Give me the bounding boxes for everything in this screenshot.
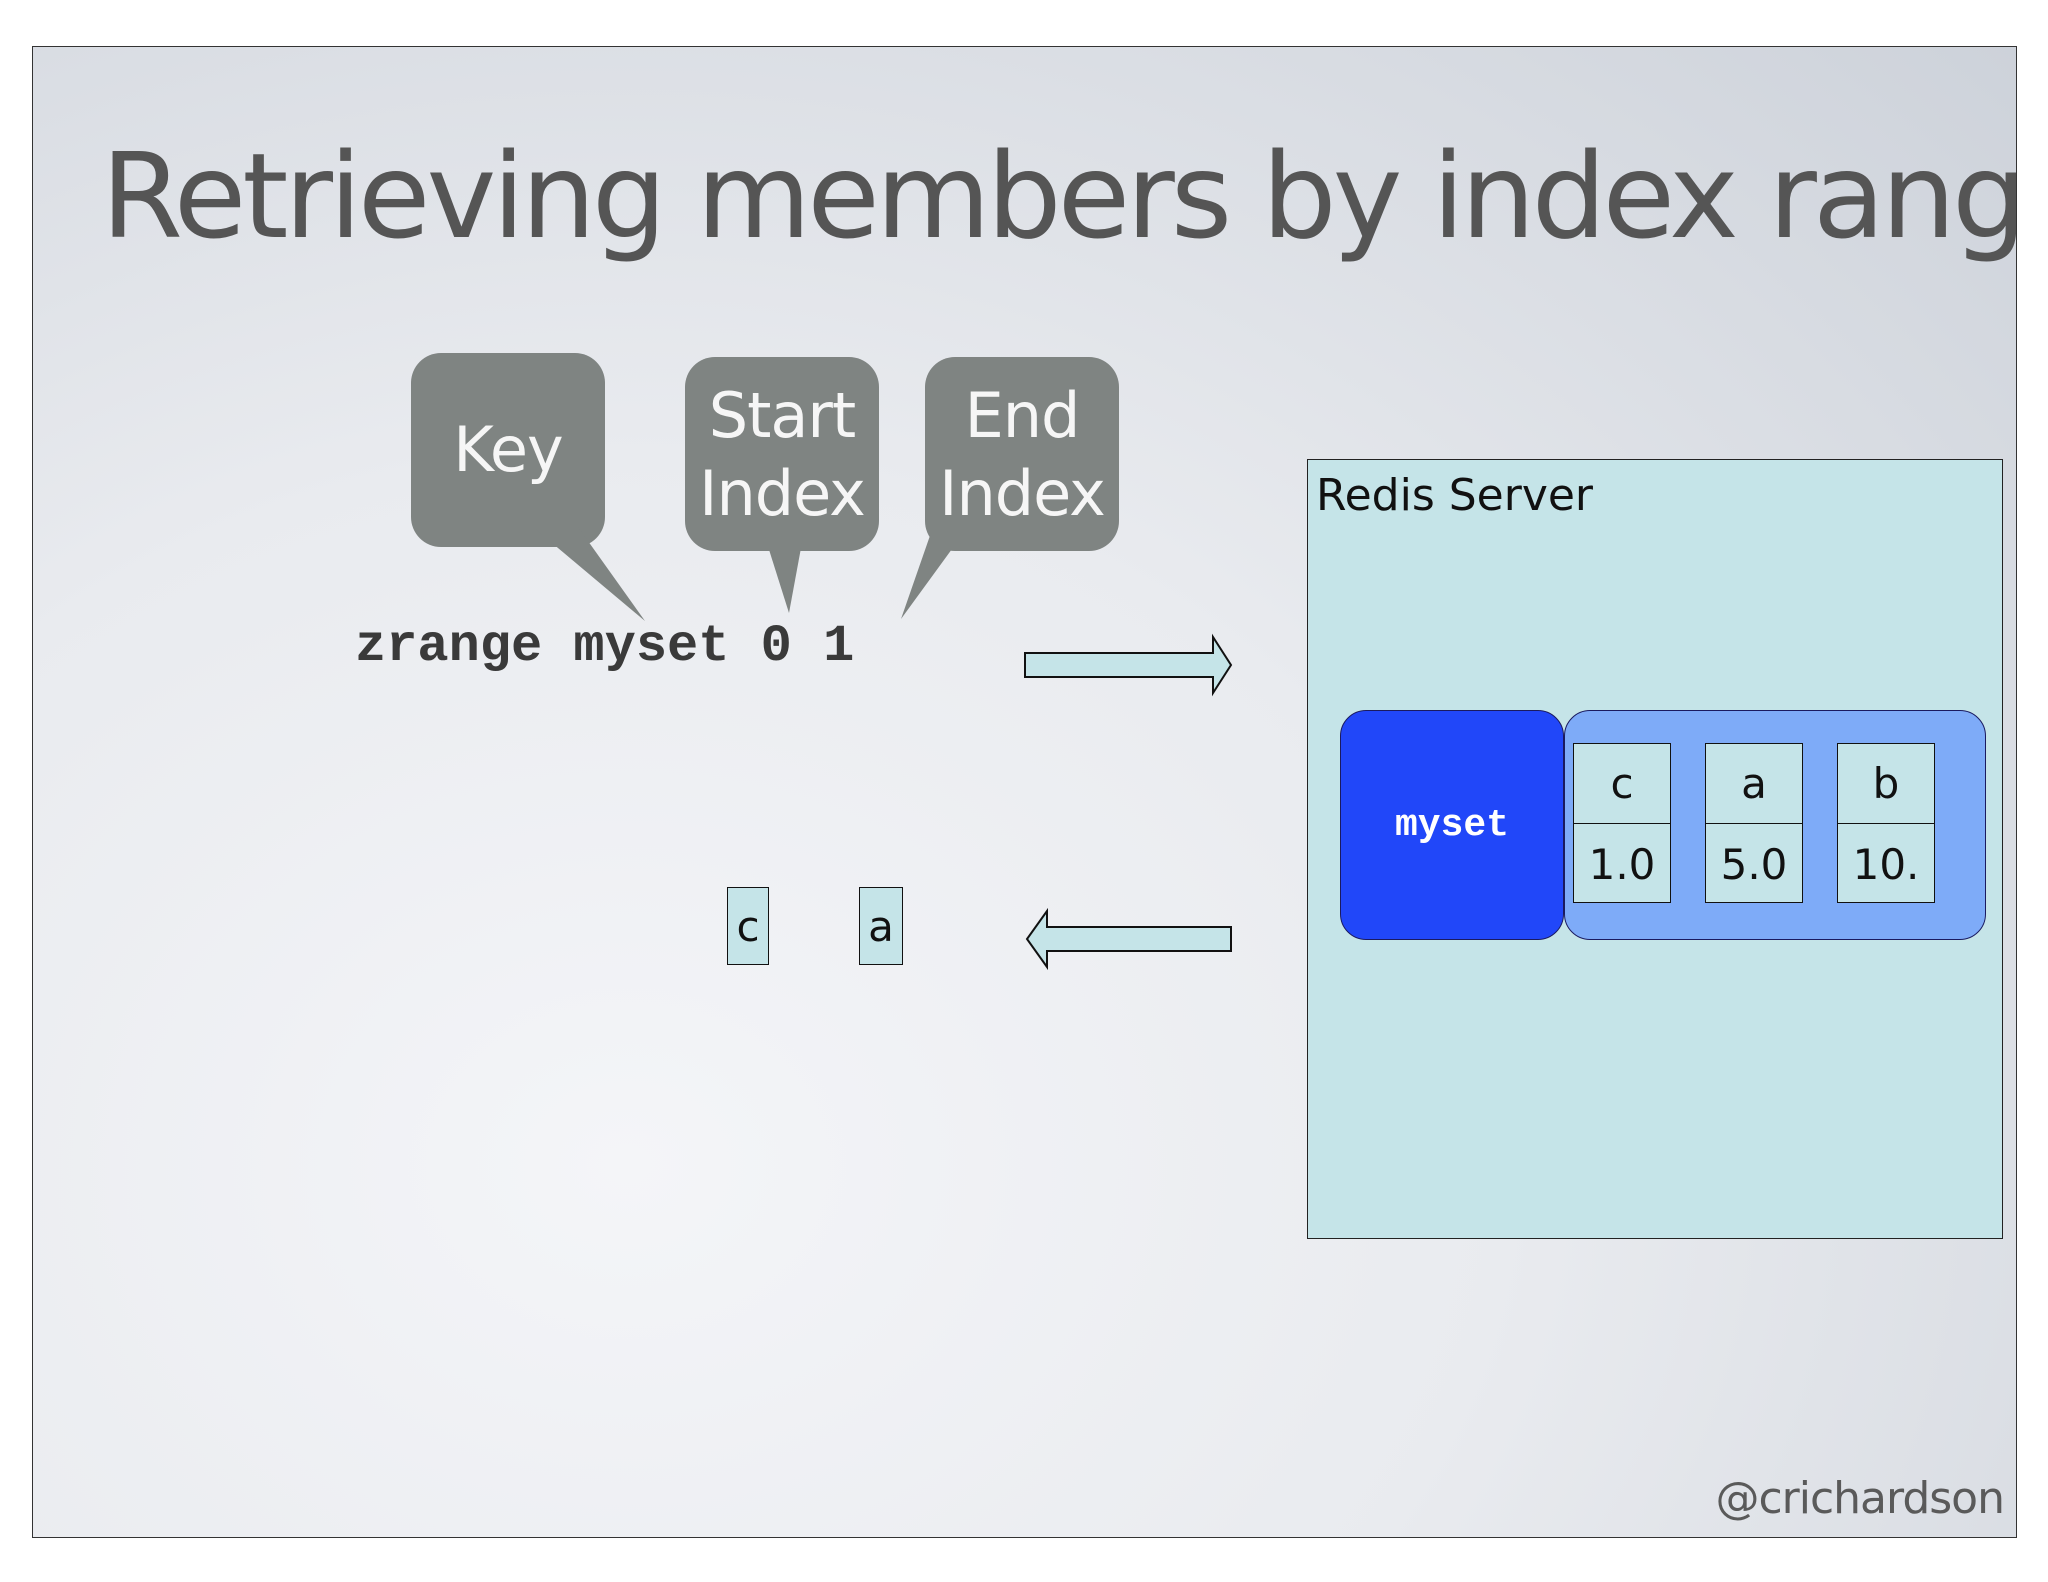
member-score: 1.0 bbox=[1588, 839, 1656, 889]
end-index-bubble-label-1: End bbox=[964, 379, 1081, 452]
member-score: 10. bbox=[1852, 839, 1920, 889]
set-member: a 5.0 bbox=[1705, 743, 1803, 903]
set-member: b 10. bbox=[1837, 743, 1935, 903]
slide-title: Retrieving members by index range bbox=[101, 127, 2017, 265]
key-bubble-label: Key bbox=[453, 413, 563, 486]
sorted-set-key: myset bbox=[1340, 710, 1564, 940]
sorted-set-members: c 1.0 a 5.0 b 10. bbox=[1564, 710, 1986, 940]
start-index-bubble bbox=[685, 357, 879, 551]
redis-server-label: Redis Server bbox=[1316, 470, 1594, 521]
member-name: c bbox=[1574, 744, 1670, 824]
result-member-1: c bbox=[727, 887, 769, 965]
callout-bubbles bbox=[411, 353, 1119, 621]
result-member-2: a bbox=[859, 887, 903, 965]
start-index-bubble-label-2: Index bbox=[699, 457, 866, 530]
author-credit: @crichardson bbox=[1715, 1473, 2005, 1524]
key-bubble-pointer bbox=[533, 527, 645, 621]
redis-server: Redis Server myset c 1.0 a 5.0 b 10. bbox=[1307, 459, 2003, 1239]
response-arrow-icon bbox=[1025, 907, 1232, 971]
member-name: a bbox=[1706, 744, 1802, 824]
slide: Retrieving members by index range Key St… bbox=[32, 46, 2017, 1538]
member-name: b bbox=[1838, 744, 1934, 824]
start-index-bubble-pointer bbox=[765, 537, 803, 613]
start-index-bubble-label-1: Start bbox=[708, 379, 856, 452]
set-member: c 1.0 bbox=[1573, 743, 1671, 903]
zrange-command: zrange myset 0 1 bbox=[355, 617, 855, 676]
end-index-bubble-label-2: Index bbox=[939, 457, 1106, 530]
end-index-bubble-pointer bbox=[901, 527, 968, 619]
key-bubble bbox=[411, 353, 605, 547]
request-arrow-icon bbox=[1024, 633, 1233, 697]
member-score: 5.0 bbox=[1720, 839, 1788, 889]
end-index-bubble bbox=[925, 357, 1119, 551]
